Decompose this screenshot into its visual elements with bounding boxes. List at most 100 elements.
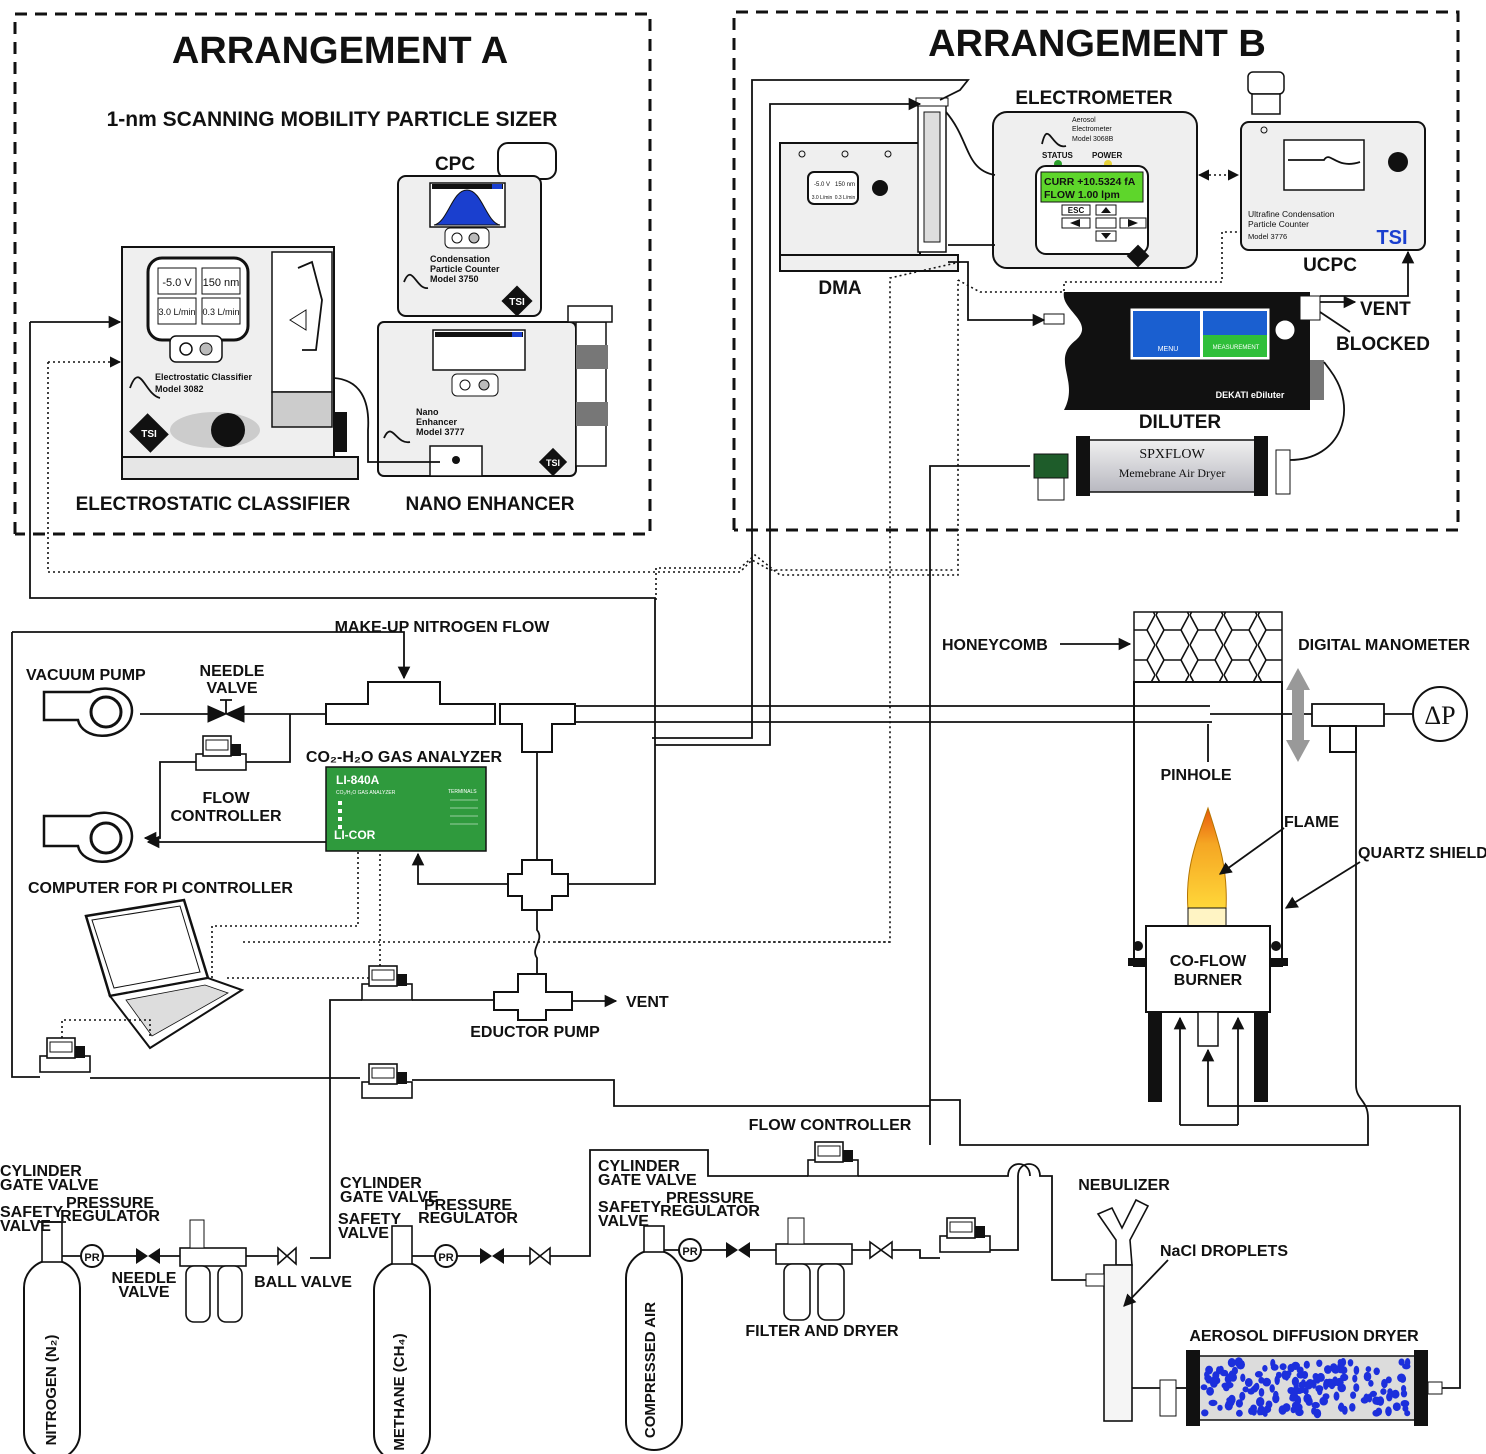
line-dryer-down bbox=[930, 466, 1030, 1145]
pr-3: PR bbox=[682, 1246, 697, 1258]
ucpc-tsi-logo: TSI bbox=[1376, 227, 1407, 249]
classifier-label: ELECTROSTATIC CLASSIFIER bbox=[76, 494, 351, 515]
ball-valve-label: BALL VALVE bbox=[254, 1274, 352, 1291]
gate-valve-3b: GATE VALVE bbox=[598, 1172, 697, 1189]
desiccant-bead bbox=[1253, 1384, 1258, 1390]
nano-model: Model 3777 bbox=[416, 427, 465, 437]
eductor-pump bbox=[494, 974, 572, 1020]
delta-p: ΔP bbox=[1424, 701, 1455, 730]
cross-fitting bbox=[508, 860, 568, 910]
cpc-model: Model 3750 bbox=[430, 274, 479, 284]
safety-valve-1b: VALVE bbox=[0, 1218, 51, 1235]
gas-analyzer-label: CO₂-H₂O GAS ANALYZER bbox=[306, 749, 503, 766]
safety-valve-3b: VALVE bbox=[598, 1213, 649, 1230]
electrometer-label: ELECTROMETER bbox=[1015, 88, 1173, 109]
computer-label: COMPUTER FOR PI CONTROLLER bbox=[28, 880, 293, 897]
arrangement-b-title: ARRANGEMENT B bbox=[928, 23, 1266, 65]
eductor-vent-label: VENT bbox=[626, 994, 669, 1011]
eductor-pump-label: EDUCTOR PUMP bbox=[470, 1024, 600, 1041]
filter-dryer-1 bbox=[180, 1220, 246, 1322]
power-label: POWER bbox=[1092, 151, 1122, 160]
desiccant-bead bbox=[1235, 1357, 1243, 1367]
desiccant-bead bbox=[1350, 1392, 1356, 1399]
desiccant-bead bbox=[1222, 1383, 1230, 1389]
needle-valve-2b: VALVE bbox=[119, 1284, 170, 1301]
desiccant-bead bbox=[1236, 1410, 1243, 1417]
desiccant-bead bbox=[1294, 1386, 1299, 1395]
desiccant-bead bbox=[1323, 1380, 1328, 1390]
gate-valve-1b: GATE VALVE bbox=[0, 1177, 99, 1194]
vacuum-pump bbox=[44, 689, 132, 736]
desiccant-bead bbox=[1271, 1364, 1279, 1371]
membrane-air-dryer: SPXFLOW Memebrane Air Dryer bbox=[1034, 436, 1290, 500]
needle-valve-2 bbox=[136, 1248, 160, 1264]
makeup-tee bbox=[326, 682, 495, 724]
classifier-size: 150 nm bbox=[203, 277, 240, 289]
licor-sub: CO₂/H₂O GAS ANALYZER bbox=[336, 790, 396, 796]
diluter-brand: DEKATI eDiluter bbox=[1216, 390, 1285, 400]
diluter-knob-icon bbox=[1275, 320, 1295, 340]
desiccant-bead bbox=[1236, 1399, 1243, 1407]
classifier-model: Model 3082 bbox=[155, 384, 204, 394]
desiccant-bead bbox=[1340, 1358, 1346, 1366]
desiccant-bead bbox=[1316, 1360, 1322, 1367]
desiccant-bead bbox=[1364, 1372, 1372, 1382]
desiccant-bead bbox=[1297, 1372, 1305, 1379]
electrometer-model: Model 3068B bbox=[1072, 136, 1114, 143]
flow-controller-label-1: FLOW bbox=[202, 790, 250, 807]
ball-valve-3 bbox=[870, 1242, 892, 1258]
desiccant-bead bbox=[1332, 1379, 1340, 1385]
desiccant-bead bbox=[1270, 1384, 1275, 1392]
diluter-menu: MENU bbox=[1158, 346, 1179, 353]
desiccant-bead bbox=[1201, 1384, 1208, 1390]
desiccant-bead bbox=[1259, 1388, 1265, 1397]
desiccant-bead bbox=[1404, 1410, 1410, 1416]
needle-valve-4 bbox=[726, 1242, 750, 1258]
classifier-text: Electrostatic Classifier bbox=[155, 372, 253, 382]
desiccant-bead bbox=[1225, 1401, 1233, 1410]
desiccant-bead bbox=[1393, 1402, 1401, 1411]
desiccant-bead bbox=[1401, 1390, 1407, 1397]
pressure-reg-2b: REGULATOR bbox=[418, 1210, 518, 1227]
ucpc-text: Ultrafine Condensation bbox=[1248, 209, 1335, 219]
desiccant-bead bbox=[1305, 1397, 1312, 1406]
desiccant-bead bbox=[1402, 1363, 1410, 1369]
nebulizer-label: NEBULIZER bbox=[1078, 1177, 1170, 1194]
diluter-vent-label: VENT bbox=[1360, 299, 1411, 320]
licor-terminals: TERMINALS bbox=[448, 789, 477, 795]
nano-tsi-logo: TSI bbox=[546, 458, 560, 468]
electrometer: Aerosol Electrometer Model 3068B STATUS … bbox=[993, 112, 1197, 268]
nano-text2: Enhancer bbox=[416, 417, 458, 427]
desiccant-bead bbox=[1386, 1392, 1392, 1401]
nano-enhancer-label: NANO ENHANCER bbox=[406, 494, 575, 515]
ucpc: Ultrafine Condensation Particle Counter … bbox=[1241, 72, 1425, 250]
desiccant-bead bbox=[1306, 1379, 1314, 1388]
desiccant-bead bbox=[1352, 1375, 1357, 1383]
blocked-label: BLOCKED bbox=[1336, 334, 1430, 355]
manometer-label: DIGITAL MANOMETER bbox=[1298, 637, 1470, 654]
makeup-label: MAKE-UP NITROGEN FLOW bbox=[335, 619, 551, 636]
desiccant-bead bbox=[1276, 1372, 1282, 1379]
desiccant-bead bbox=[1201, 1409, 1208, 1416]
desiccant-bead bbox=[1391, 1390, 1399, 1399]
dma: -5.0 V 150 nm 3.0 L/min 0.3 L/min bbox=[780, 98, 958, 271]
desiccant-bead bbox=[1381, 1379, 1388, 1388]
classifier-voltage: -5.0 V bbox=[162, 277, 192, 289]
nacl-label: NaCl DROPLETS bbox=[1160, 1243, 1288, 1260]
flow-controller-nitrogen bbox=[40, 1038, 90, 1072]
desiccant-bead bbox=[1255, 1371, 1263, 1378]
filter-dryer-label: FILTER AND DRYER bbox=[745, 1323, 899, 1340]
desiccant-bead bbox=[1340, 1374, 1348, 1381]
desiccant-bead bbox=[1353, 1383, 1359, 1392]
desiccant-bead bbox=[1331, 1366, 1340, 1374]
aerosol-diffusion-dryer bbox=[1186, 1350, 1442, 1426]
desiccant-bead bbox=[1366, 1366, 1372, 1372]
flame bbox=[1187, 808, 1226, 926]
ucpc-model: Model 3776 bbox=[1248, 232, 1287, 241]
desiccant-bead bbox=[1205, 1376, 1212, 1383]
dma-label: DMA bbox=[818, 278, 862, 299]
needle-valve-1 bbox=[208, 700, 244, 722]
cpc-tsi-logo: TSI bbox=[509, 297, 525, 308]
needle-valve-label-1: NEEDLE bbox=[200, 663, 265, 680]
